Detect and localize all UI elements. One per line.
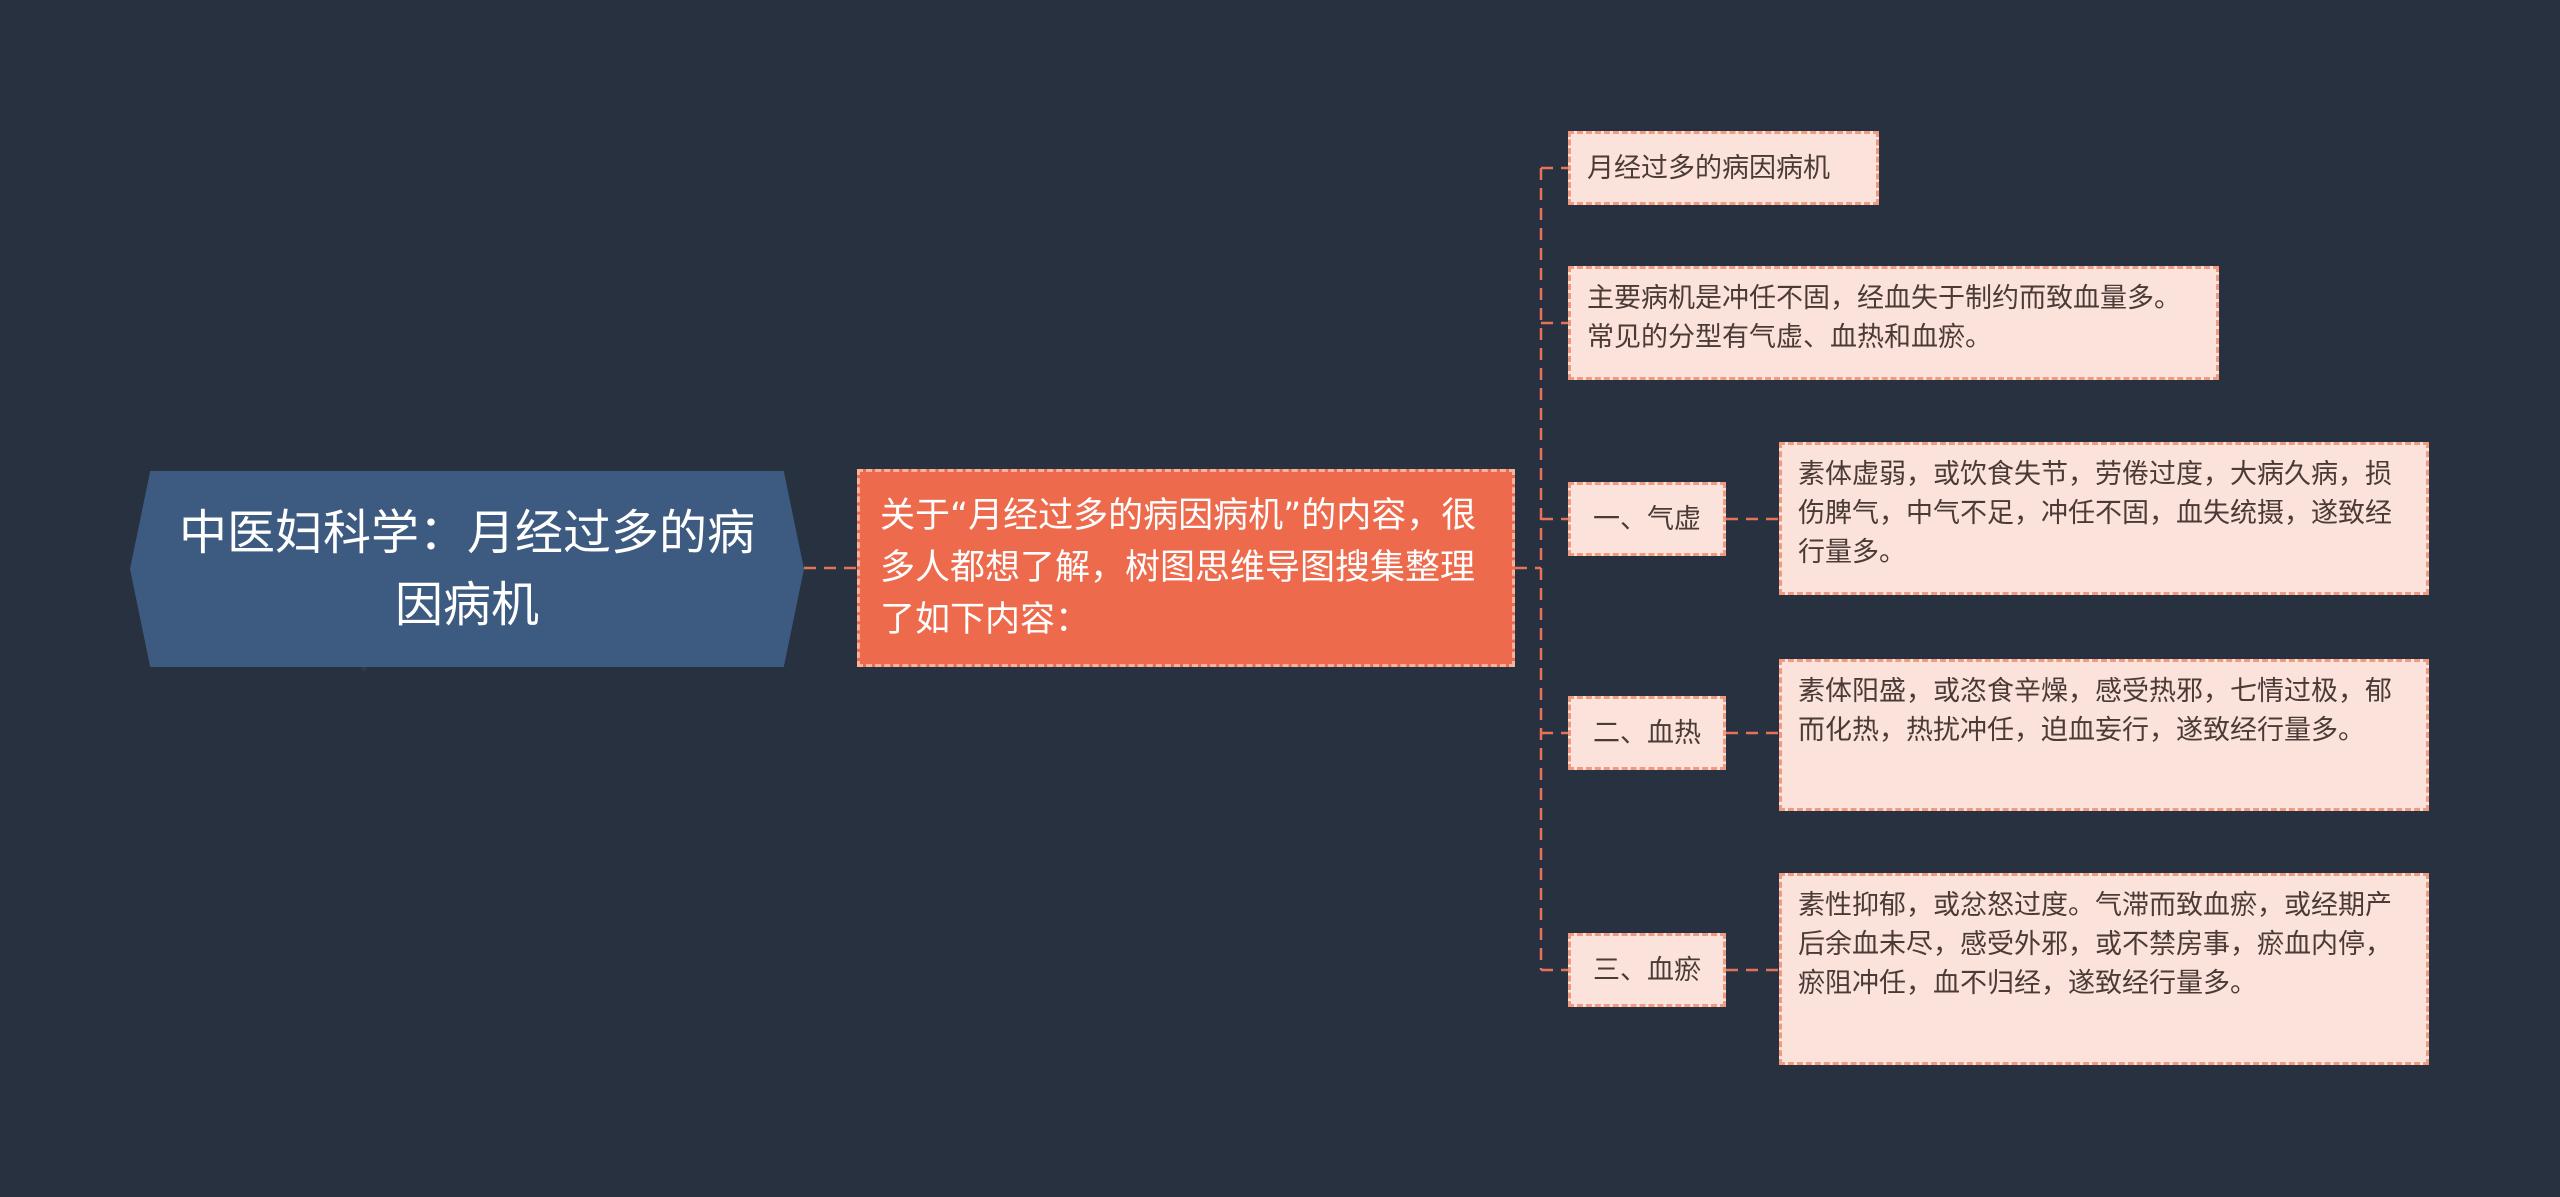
main-pathology-label: 主要病机是冲任不固，经血失于制约而致血量多。常见的分型有气虚、血热和血瘀。 [1587, 283, 2181, 353]
type-desc-xuere: 素体阳盛，或恣食辛燥，感受热邪，七情过极，郁而化热，热扰冲任，迫血妄行，遂致经行… [1798, 676, 2392, 746]
main-pathology-node[interactable]: 主要病机是冲任不固，经血失于制约而致血量多。常见的分型有气虚、血热和血瘀。 [1568, 266, 2219, 380]
type-desc-xueyu: 素性抑郁，或忿怒过度。气滞而致血瘀，或经期产后余血未尽，感受外邪，或不禁房事，瘀… [1798, 890, 2392, 999]
root-label: 中医妇科学：月经过多的病因病机 [178, 505, 755, 633]
type-node-xuere[interactable]: 二、血热 [1568, 696, 1726, 770]
topic-title-node[interactable]: 月经过多的病因病机 [1568, 131, 1879, 205]
type-label-xuere: 二、血热 [1593, 717, 1701, 749]
topic-title-label: 月经过多的病因病机 [1587, 152, 1830, 184]
type-desc-node-xuere[interactable]: 素体阳盛，或恣食辛燥，感受热邪，七情过极，郁而化热，热扰冲任，迫血妄行，遂致经行… [1779, 659, 2429, 811]
type-label-qixu: 一、气虚 [1593, 503, 1701, 535]
type-label-xueyu: 三、血瘀 [1593, 954, 1701, 986]
type-desc-node-xueyu[interactable]: 素性抑郁，或忿怒过度。气滞而致血瘀，或经期产后余血未尽，感受外邪，或不禁房事，瘀… [1779, 873, 2429, 1065]
type-node-xueyu[interactable]: 三、血瘀 [1568, 933, 1726, 1007]
type-desc-node-qixu[interactable]: 素体虚弱，或饮食失节，劳倦过度，大病久病，损伤脾气，中气不足，冲任不固，血失统摄… [1779, 442, 2429, 595]
root-node[interactable]: 中医妇科学：月经过多的病因病机 [130, 471, 804, 667]
type-node-qixu[interactable]: 一、气虚 [1568, 482, 1726, 556]
type-desc-qixu: 素体虚弱，或饮食失节，劳倦过度，大病久病，损伤脾气，中气不足，冲任不固，血失统摄… [1798, 459, 2392, 568]
main-label: 关于“月经过多的病因病机”的内容，很多人都想了解，树图思维导图搜集整理了如下内容… [880, 496, 1477, 640]
main-node[interactable]: 关于“月经过多的病因病机”的内容，很多人都想了解，树图思维导图搜集整理了如下内容… [857, 469, 1515, 667]
